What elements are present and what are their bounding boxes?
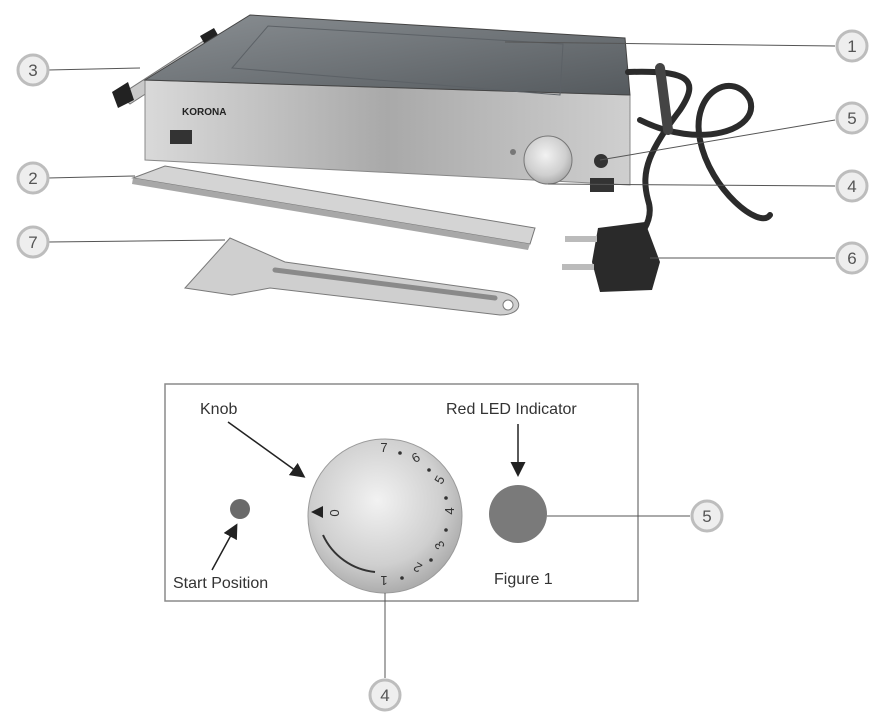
glass-plate: [143, 14, 631, 96]
dial-number-4: 4: [442, 507, 457, 514]
body-knob: [523, 135, 573, 185]
callout-5-top-label: 5: [847, 109, 856, 128]
callout-3: 3: [16, 53, 50, 87]
figure-label: Figure 1: [494, 571, 553, 588]
drip-tray: [131, 165, 536, 250]
callout-2: 2: [16, 161, 50, 195]
callout-6-label: 6: [847, 249, 856, 268]
led-label: Red LED Indicator: [446, 401, 577, 418]
callout-1: 1: [835, 29, 869, 63]
callout-1-label: 1: [847, 37, 856, 56]
callout-3-label: 3: [28, 61, 37, 80]
start-pointer-icon: [311, 506, 323, 518]
dial-number-7: 7: [380, 440, 387, 455]
control-detail-panel: Knob Red LED Indicator 0 1 2 3 4 5 6 7: [164, 383, 639, 602]
callout-5-bottom: 5: [690, 499, 724, 533]
callout-6: 6: [835, 241, 869, 275]
callout-4-top-label: 4: [847, 177, 856, 196]
callout-lines: [47, 41, 836, 259]
red-led-indicator: [489, 485, 547, 543]
knob-label: Knob: [200, 401, 237, 418]
power-plug: [562, 222, 660, 292]
start-position-dot: [230, 499, 250, 519]
callout-5-top: 5: [835, 101, 869, 135]
callout-7-label: 7: [28, 233, 37, 252]
start-position-label: Start Position: [173, 575, 268, 592]
callout-4-bottom-label: 4: [380, 686, 389, 705]
body-led: [594, 154, 608, 168]
callout-7: 7: [16, 225, 50, 259]
dial-number-1: 1: [380, 573, 387, 588]
callout-4-top: 4: [835, 169, 869, 203]
hotplate-body: KORONA: [143, 14, 631, 192]
dial-number-0: 0: [327, 509, 342, 516]
brand-logo-text: KORONA: [182, 107, 226, 118]
callout-2-label: 2: [28, 169, 37, 188]
callout-5-bottom-label: 5: [702, 507, 711, 526]
spatula: [184, 237, 520, 316]
callout-4-bottom: 4: [368, 678, 402, 712]
appliance-illustration: KORONA: [112, 14, 773, 316]
